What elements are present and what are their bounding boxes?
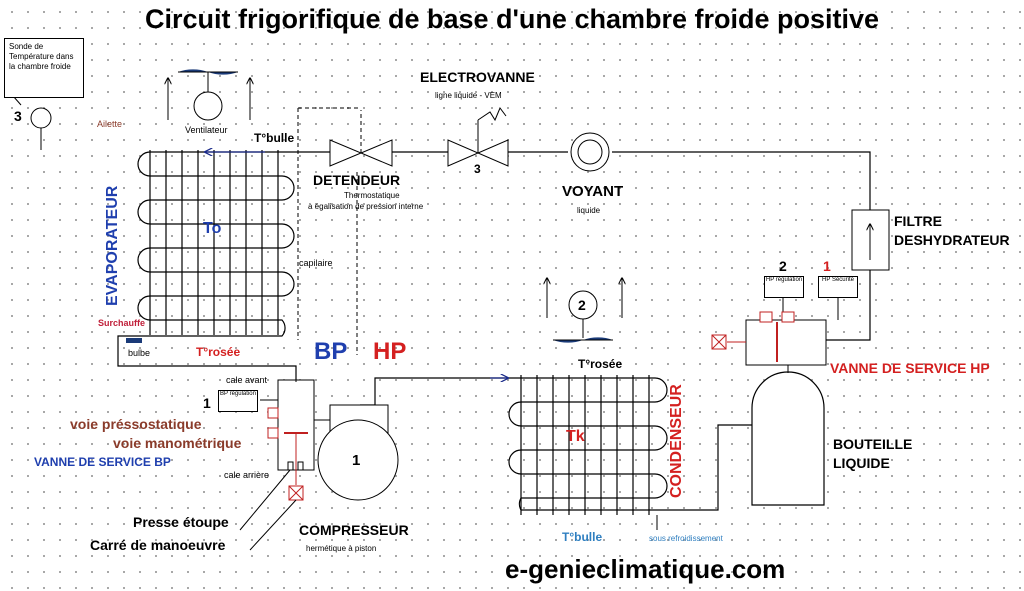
capilaire-label: capilaire bbox=[299, 258, 333, 268]
hp-securite-text: HP Sécurité bbox=[822, 277, 854, 283]
sonde-label: Sonde de Température dans la chambre fro… bbox=[9, 42, 74, 71]
hp-securite-box: HP Sécurité bbox=[818, 276, 858, 298]
piping bbox=[117, 151, 871, 511]
ventilateur-label: Ventilateur bbox=[185, 125, 228, 135]
condenseur-label: CONDENSEUR bbox=[668, 384, 685, 498]
bp-regulation-text: BP régulation bbox=[220, 391, 256, 397]
ailette-label: Ailette bbox=[97, 119, 123, 129]
tk-label: Tk bbox=[566, 428, 585, 445]
bp-service-valve-icon bbox=[267, 379, 330, 501]
condenser-fan-number: 2 bbox=[578, 297, 586, 313]
evaporateur-label: EVAPORATEUR bbox=[104, 185, 121, 306]
bouteille-label-line2: LIQUIDE bbox=[833, 455, 890, 471]
hp-regulation-number: 2 bbox=[779, 258, 787, 274]
voyant-label: VOYANT bbox=[562, 183, 624, 200]
evaporator-fan-icon bbox=[168, 69, 250, 121]
hp-label: HP bbox=[373, 338, 407, 365]
solenoid-valve-icon bbox=[447, 107, 509, 167]
compressor-icon bbox=[317, 404, 399, 501]
carre-manoeuvre-label: Carré de manoeuvre bbox=[90, 537, 226, 553]
bulb-sensor bbox=[126, 338, 142, 343]
expansion-valve-icon bbox=[298, 107, 393, 167]
vanne-service-hp-label: VANNE DE SERVICE HP bbox=[830, 360, 990, 376]
bouteille-label-line1: BOUTEILLE bbox=[833, 436, 913, 452]
filtre-label-line1: FILTRE bbox=[894, 213, 942, 229]
detendeur-sub2: à égalisation de pression interne bbox=[308, 202, 424, 211]
compresseur-number: 1 bbox=[352, 452, 361, 469]
evaporator-coil bbox=[137, 150, 295, 337]
t-rosee-evap-label: T°rosée bbox=[196, 345, 241, 359]
condenser-fan-icon bbox=[547, 278, 622, 343]
voyant-sub: liquide bbox=[577, 206, 601, 215]
sonde-label-box: Sonde de Température dans la chambre fro… bbox=[4, 38, 84, 98]
website-label: e-genieclimatique.com bbox=[505, 554, 786, 584]
electrovanne-number: 3 bbox=[474, 162, 481, 176]
electrovanne-label: ELECTROVANNE bbox=[420, 69, 535, 85]
liquid-receiver bbox=[751, 371, 825, 506]
hp-service-valve-icon bbox=[711, 311, 827, 366]
compresseur-label: COMPRESSEUR bbox=[299, 522, 409, 538]
sous-refroidissement-label: sous refroidissement bbox=[649, 534, 723, 543]
t-bulle-cond-label: T°bulle bbox=[562, 530, 603, 544]
page-title: Circuit frigorifique de base d'une chamb… bbox=[144, 4, 880, 34]
electrovanne-sub: ligne liquide - VEM bbox=[435, 91, 502, 100]
hp-securite-number: 1 bbox=[823, 258, 831, 274]
t-bulle-top-label: T°bulle bbox=[254, 131, 295, 145]
cale-arriere-label: cale arrière bbox=[224, 470, 270, 480]
voie-manometrique-label: voie manométrique bbox=[113, 435, 242, 451]
bulbe-label: bulbe bbox=[128, 348, 151, 358]
detendeur-label: DETENDEUR bbox=[313, 172, 401, 188]
detendeur-sub1: Thermostatique bbox=[344, 191, 400, 200]
filtre-label-line2: DESHYDRATEUR bbox=[894, 232, 1010, 248]
filter-drier-icon bbox=[851, 209, 890, 271]
surchauffe-label: Surchauffe bbox=[98, 318, 146, 328]
hp-regulation-box: HP régulation bbox=[764, 276, 804, 298]
compresseur-sub: hermétique à piston bbox=[306, 544, 377, 553]
pressostat-hp-links bbox=[782, 298, 839, 320]
capillary-line bbox=[297, 108, 358, 355]
vanne-service-bp-label: VANNE DE SERVICE BP bbox=[34, 455, 171, 469]
condenser-coil bbox=[508, 375, 668, 515]
voie-pressostatique-label: voie préssostatique bbox=[70, 416, 202, 432]
hp-regulation-text: HP régulation bbox=[765, 277, 803, 283]
presse-etoupe-label: Presse étoupe bbox=[133, 514, 229, 530]
bp-regulation-box: BP régulation bbox=[218, 390, 258, 412]
bp-label: BP bbox=[314, 338, 348, 365]
t-rosee-cond-label: T°rosée bbox=[578, 357, 623, 371]
bp-regulation-number: 1 bbox=[203, 395, 211, 411]
pointer-lines bbox=[239, 469, 297, 551]
sight-glass-icon bbox=[570, 132, 610, 172]
cale-avant-label: cale avant bbox=[226, 375, 268, 385]
to-label: To bbox=[203, 220, 222, 237]
sonde-number: 3 bbox=[14, 108, 22, 124]
